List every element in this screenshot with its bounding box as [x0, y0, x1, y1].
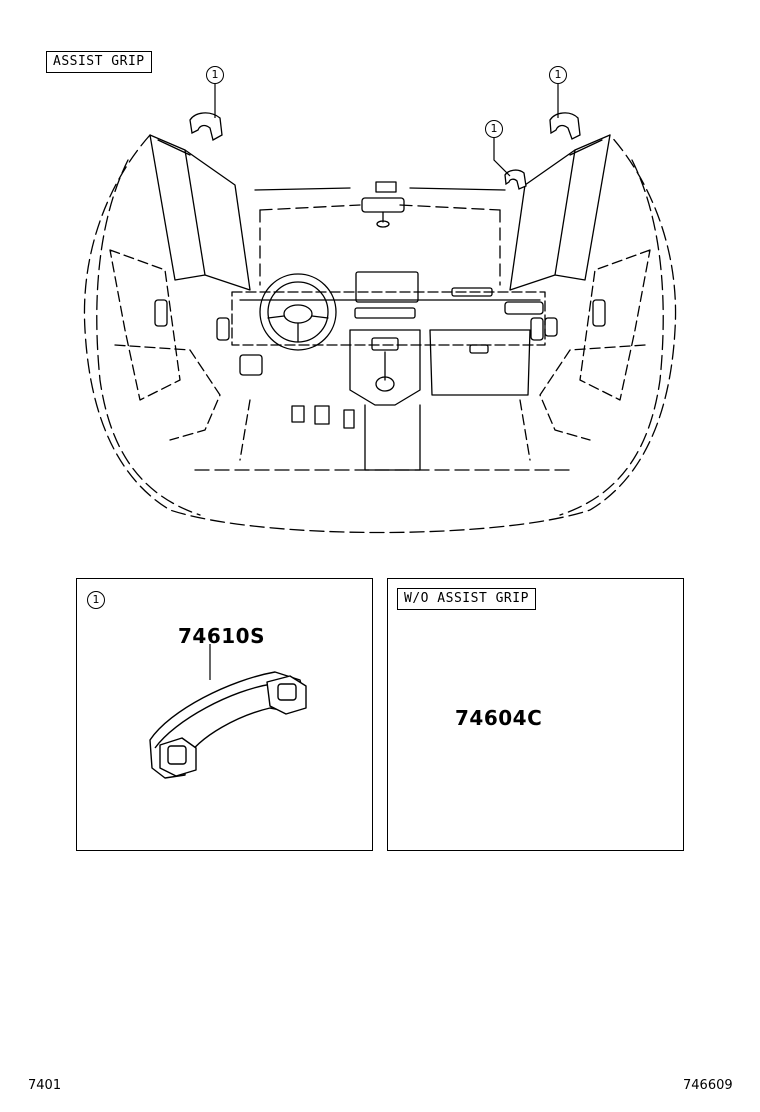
car-interior-illustration: [83, 84, 677, 534]
part-number-74604c: 74604C: [455, 706, 543, 730]
assist-grip-header-label: ASSIST GRIP: [46, 51, 152, 73]
callout-number-left: 1: [206, 66, 224, 84]
footer-left-code: 7401: [28, 1078, 62, 1093]
callout-number-right: 1: [549, 66, 567, 84]
part-number-74610s: 74610S: [178, 624, 265, 648]
assist-grip-detail-panel: [76, 578, 373, 851]
without-assist-grip-panel: [387, 578, 684, 851]
footer-right-code: 746609: [683, 1078, 733, 1093]
callout-number-center: 1: [485, 120, 503, 138]
panel-number: 1: [87, 591, 105, 609]
without-assist-grip-label: W/O ASSIST GRIP: [397, 588, 536, 610]
